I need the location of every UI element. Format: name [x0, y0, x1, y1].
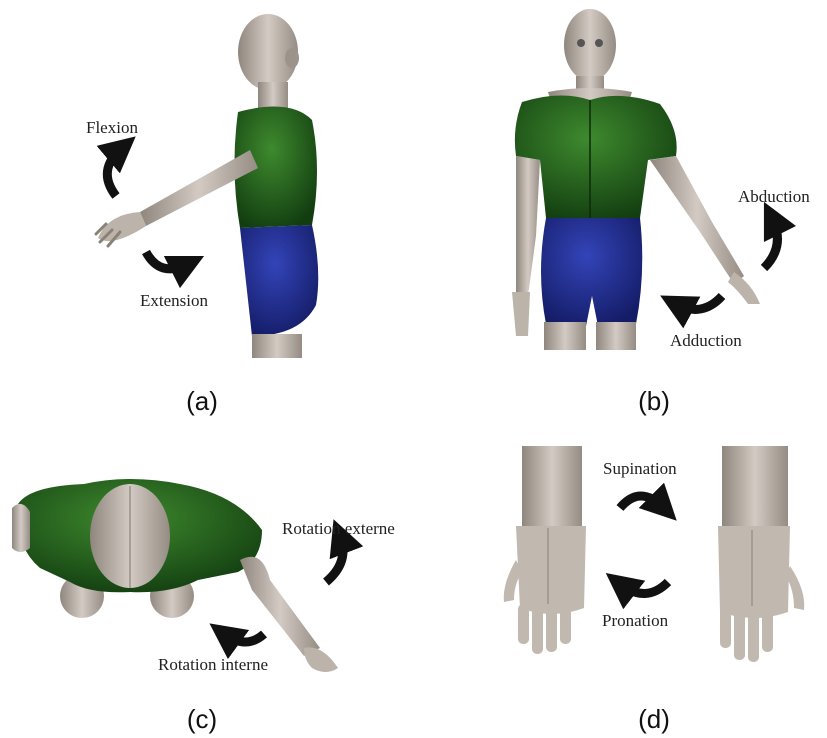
label-extension: Extension [140, 291, 208, 310]
mannequin-top-view [12, 479, 338, 672]
hand-dorsal [504, 446, 586, 654]
rotation-interne-arrow [224, 634, 264, 642]
pronation-arrow [620, 582, 668, 594]
label-adduction: Adduction [670, 331, 742, 350]
panel-a: Flexion Extension (a) [86, 14, 318, 416]
caption-d: (d) [638, 704, 670, 734]
label-flexion: Flexion [86, 118, 138, 137]
caption-a: (a) [186, 386, 218, 416]
abduction-arrow [764, 218, 777, 268]
label-rotation-externe: Rotation externe [282, 519, 395, 538]
panel-d: Supination Pronation (d) [504, 446, 804, 734]
supination-arrow [620, 496, 664, 508]
panel-b: Abduction Adduction (b) [512, 9, 810, 416]
label-abduction: Abduction [738, 187, 810, 206]
panel-c: Rotation externe Rotation interne (c) [12, 479, 395, 734]
flexion-arrow [107, 148, 122, 196]
label-supination: Supination [603, 459, 677, 478]
caption-b: (b) [638, 386, 670, 416]
extension-arrow [146, 252, 188, 269]
adduction-arrow [676, 296, 722, 309]
rotation-externe-arrow [326, 536, 343, 582]
label-pronation: Pronation [602, 611, 669, 630]
hand-palmar [718, 446, 804, 662]
caption-c: (c) [187, 704, 217, 734]
label-rotation-interne: Rotation interne [158, 655, 268, 674]
